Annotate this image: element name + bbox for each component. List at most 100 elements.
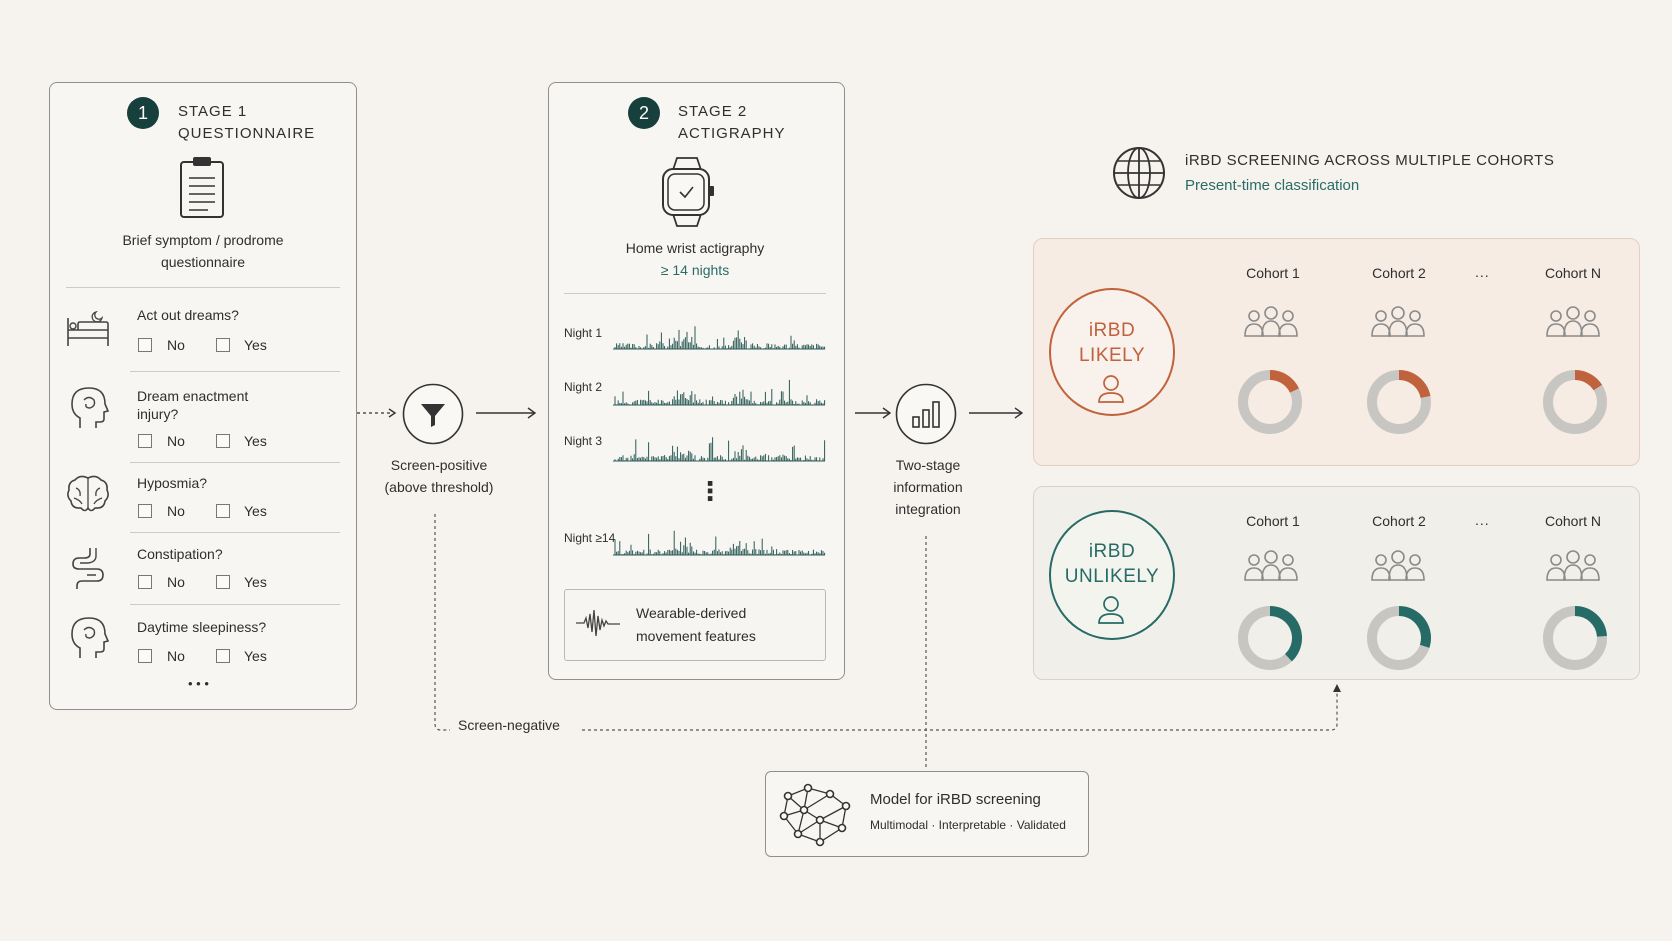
results-subtitle: Present-time classification (1185, 177, 1360, 194)
likely-cohort-2-label: Cohort 2 (1372, 265, 1426, 281)
unlikely-cohort-n-label: Cohort N (1544, 513, 1602, 529)
unlikely-cohort-1-label: Cohort 1 (1246, 513, 1300, 529)
question-4-no-checkbox[interactable] (138, 575, 152, 589)
night-1-actigram (613, 326, 826, 350)
clipboard-icon (180, 157, 224, 218)
stage2-description: Home wrist actigraphy ≥ 14 nights (590, 237, 800, 281)
question-5-yes-label: Yes (244, 648, 267, 664)
nights-requirement: ≥ 14 nights (660, 262, 730, 278)
night-3-actigram (613, 437, 826, 462)
likely-cohort-n-label: Cohort N (1544, 265, 1602, 281)
nights-ellipsis: ⋮ (697, 476, 723, 506)
unlikely-cohort-2-donut (1367, 606, 1431, 670)
person-icon (1098, 596, 1124, 624)
question-divider (130, 532, 340, 533)
question-4-yes-checkbox[interactable] (216, 575, 230, 589)
more-questions-ellipsis: • • • (188, 676, 209, 691)
question-3-text: Hyposmia? (137, 475, 208, 491)
question-5-no-checkbox[interactable] (138, 649, 152, 663)
model-subtitle: Multimodal · Interpretable · Validated (870, 818, 1066, 832)
donut-segment (1269, 370, 1299, 393)
question-3-no-checkbox[interactable] (138, 504, 152, 518)
question-4-no-label: No (167, 574, 185, 590)
question-3-no-label: No (167, 503, 185, 519)
night-1-label: Night 1 (564, 326, 603, 340)
screen-negative-label: Screen-negative (458, 717, 560, 733)
donut-segment (1398, 606, 1431, 648)
question-2-no-label: No (167, 433, 185, 449)
screen-negative-path (434, 514, 1341, 731)
unlikely-cohort-n-donut (1543, 606, 1607, 670)
likely-cohort-1-donut (1238, 370, 1302, 434)
people-group-icon (1244, 550, 1298, 581)
likely-cohort-ellipsis: ... (1475, 264, 1490, 280)
unlikely-cohort-ellipsis: ... (1475, 512, 1490, 528)
stage2-divider (564, 293, 826, 294)
stage1-description: Brief symptom / prodrome questionnaire (122, 232, 284, 270)
likely-cohort-n-donut (1543, 370, 1607, 434)
stage1-title: STAGE 1 QUESTIONNAIRE (178, 103, 316, 142)
model-connector-line (925, 536, 927, 770)
question-4-text: Constipation? (137, 546, 223, 562)
head-icon (71, 387, 110, 428)
head-icon (71, 617, 110, 658)
dotted-arrow (357, 408, 397, 418)
question-5-yes-checkbox[interactable] (216, 649, 230, 663)
question-2-yes-checkbox[interactable] (216, 434, 230, 448)
question-2-no-checkbox[interactable] (138, 434, 152, 448)
network-icon (779, 783, 851, 847)
donut-segment (1574, 606, 1607, 637)
globe-icon (1113, 147, 1165, 199)
likely-cohort-2-donut (1367, 370, 1431, 434)
results-title: iRBD SCREENING ACROSS MULTIPLE COHORTS (1185, 152, 1555, 169)
filter-label: Screen-positive (above threshold) (384, 457, 494, 495)
stage1-divider (66, 287, 340, 288)
unlikely-cohort-1-donut (1238, 606, 1302, 670)
question-1-no-checkbox[interactable] (138, 338, 152, 352)
night-14-label: Night ≥14 (564, 531, 616, 545)
night-2-actigram (613, 379, 826, 406)
person-icon (1098, 375, 1124, 403)
question-divider (130, 604, 340, 605)
waveform-icon (576, 609, 620, 637)
stage2-number-badge: 2 (628, 97, 660, 129)
intestine-icon (72, 548, 104, 589)
question-1-yes-checkbox[interactable] (216, 338, 230, 352)
people-group-icon (1371, 550, 1425, 581)
question-2-text: Dream enactment injury? (137, 388, 249, 422)
stage2-title: STAGE 2 ACTIGRAPHY (678, 103, 786, 142)
bed-icon (67, 310, 109, 346)
question-1-text: Act out dreams? (137, 307, 239, 323)
likely-badge (1049, 288, 1175, 416)
question-2-yes-label: Yes (244, 433, 267, 449)
question-4-yes-label: Yes (244, 574, 267, 590)
night-14-actigram (613, 530, 826, 556)
people-group-icon (1546, 306, 1600, 337)
unlikely-badge (1049, 510, 1175, 640)
question-3-yes-label: Yes (244, 503, 267, 519)
people-group-icon (1371, 306, 1425, 337)
features-box (564, 589, 826, 661)
likely-label: iRBD LIKELY (1078, 320, 1146, 366)
arrow (855, 407, 892, 419)
question-3-yes-checkbox[interactable] (216, 504, 230, 518)
question-divider (130, 371, 340, 372)
question-5-text: Daytime sleepiness? (137, 619, 267, 635)
integration-label: Two-stage information integration (893, 457, 963, 517)
model-title: Model for iRBD screening (870, 791, 1041, 808)
funnel-icon (402, 383, 464, 445)
question-1-yes-label: Yes (244, 337, 267, 353)
people-group-icon (1546, 550, 1600, 581)
arrow (969, 407, 1024, 419)
night-3-label: Night 3 (564, 434, 603, 448)
unlikely-label: iRBD UNLIKELY (1064, 541, 1160, 587)
people-group-icon (1244, 306, 1298, 337)
question-5-no-label: No (167, 648, 185, 664)
bar-chart-icon (895, 383, 957, 445)
night-2-label: Night 2 (564, 380, 603, 394)
donut-segment (1269, 606, 1302, 662)
likely-cohort-1-label: Cohort 1 (1246, 265, 1300, 281)
stage1-number-badge: 1 (127, 97, 159, 129)
question-divider (130, 462, 340, 463)
unlikely-cohort-2-label: Cohort 2 (1372, 513, 1426, 529)
